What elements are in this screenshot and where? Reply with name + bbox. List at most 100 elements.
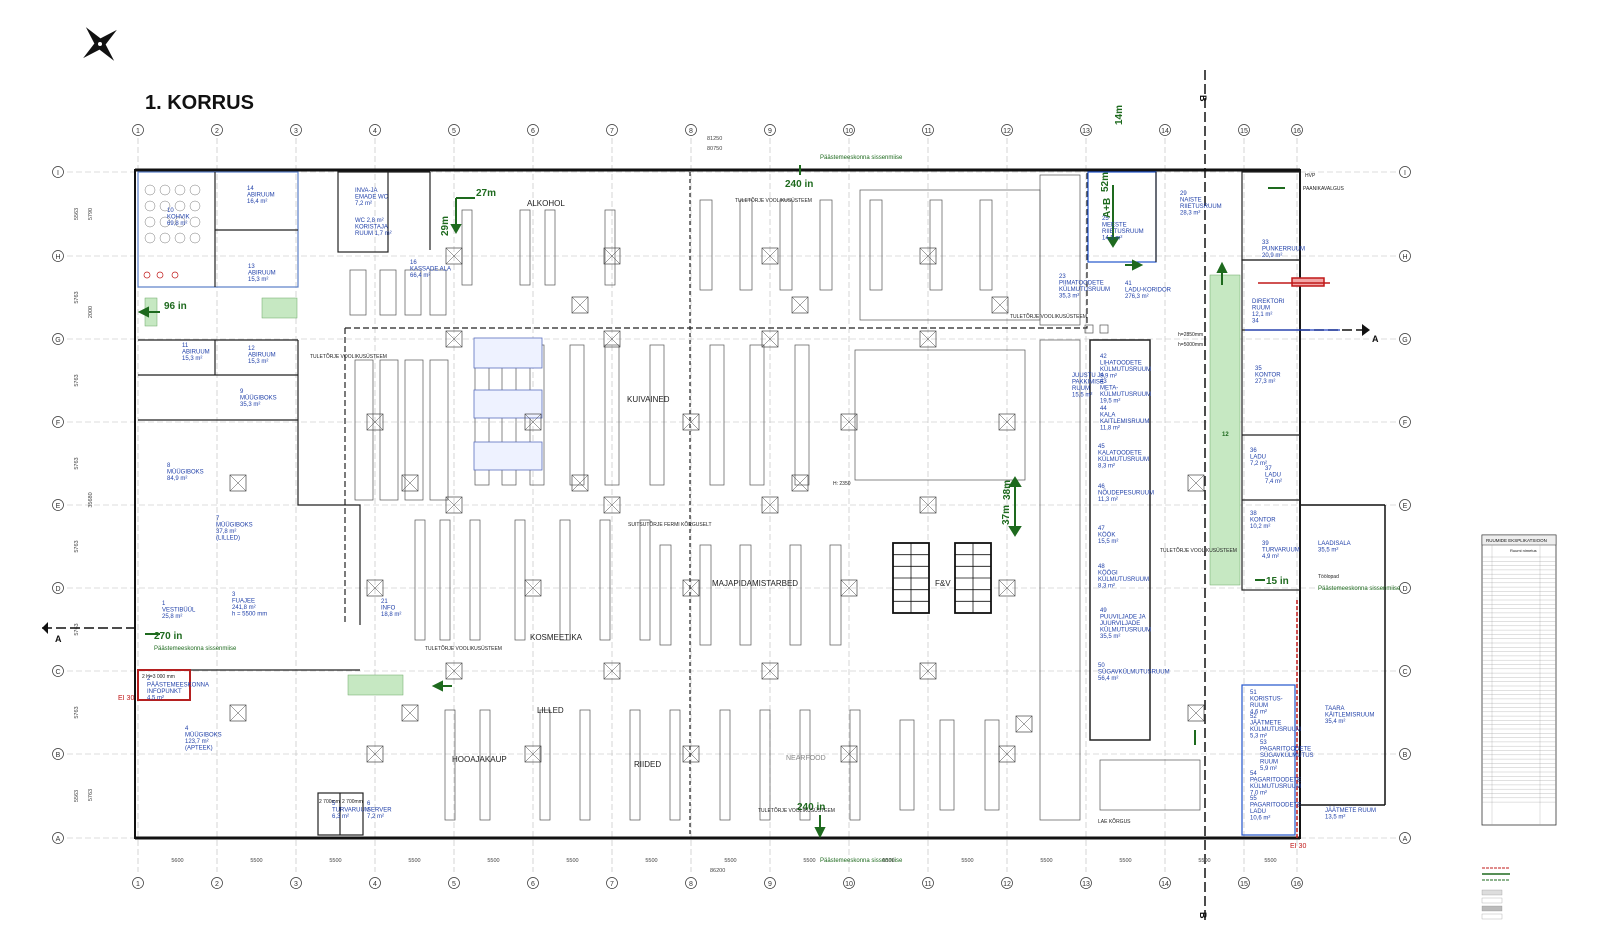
column-axis-label: 2 — [215, 128, 219, 135]
shelf-rack — [1039, 339, 1081, 821]
cafe-table — [189, 232, 201, 244]
room-label-line: 8 — [167, 463, 171, 469]
column-axis-label: 7 — [610, 881, 614, 888]
cafe-table — [174, 232, 186, 244]
room-label-line: 35,3 m² — [1059, 294, 1079, 300]
row-axis-bubble — [52, 665, 64, 677]
column-axis-bubble — [290, 877, 302, 889]
column-axis-label: 16 — [1293, 881, 1301, 888]
room-label-line: 13,5 m² — [1325, 815, 1345, 821]
shelf-rack — [429, 269, 447, 316]
dept-kosmeetika: KOSMEETIKA — [530, 633, 583, 642]
room-label-line: ABIRUUM — [248, 271, 276, 277]
shelf-rack — [699, 544, 712, 646]
row-axis-bubble — [1399, 832, 1411, 844]
room-label-line: KORISTAJA — [355, 225, 388, 231]
room-label-line: h = 5500 mm — [232, 612, 267, 618]
shelf-rack — [604, 209, 616, 286]
column-box — [571, 296, 589, 314]
room-label-line: 25,8 m² — [162, 614, 182, 620]
shelf-rack — [559, 519, 571, 641]
room-label-line: 4,6 m² — [1250, 710, 1267, 716]
room-label-line: 49 — [1100, 608, 1107, 614]
room-label-line: 21 — [381, 599, 388, 605]
column-axis-label: 2 — [215, 881, 219, 888]
column-box — [840, 413, 858, 431]
room-label-line: 66,4 m² — [410, 273, 430, 279]
column-axis-bubble — [922, 124, 934, 136]
row-axis-bubble — [52, 250, 64, 262]
column-box — [229, 474, 247, 492]
column-axis-bubble — [764, 124, 776, 136]
room-label-line: 42 — [1100, 354, 1107, 360]
row-axis-label: G — [55, 337, 60, 344]
column-axis-label: 8 — [689, 881, 693, 888]
row-axis-bubble — [1399, 665, 1411, 677]
cafe-table — [189, 200, 201, 212]
axis-labels: 1122334455667788991010111112121313141415… — [52, 124, 1411, 889]
row-dimension: 5763 — [74, 291, 80, 303]
column-axis-bubble — [1080, 124, 1092, 136]
note-paaste-right: Päästemeeskonna sissenmiise — [1318, 586, 1401, 592]
room-label-line: KÜLMUTUSRUUM — [1100, 627, 1151, 634]
room-label-line: 5,3 m² — [1250, 734, 1267, 740]
bay-dimension: 5500 — [803, 858, 815, 864]
shelf-rack — [639, 519, 651, 641]
bay-dimension: 5500 — [566, 858, 578, 864]
dept-hooajakaup: HOOAJAKAUP — [452, 755, 507, 764]
occ-12: 12 — [1222, 432, 1229, 438]
column-axis-bubble — [1159, 124, 1171, 136]
occ-29m: 29m — [440, 216, 451, 236]
occ-96: 96 in — [164, 301, 187, 312]
fire-lines — [1258, 277, 1330, 838]
room-label-line: JÄÄTMETE RUUM — [1325, 807, 1376, 814]
note-paaste-top: Päästemeeskonna sissenmiise — [820, 155, 903, 161]
row-dimension: 5763 — [74, 457, 80, 469]
room-label-line: 15,5 m² — [1098, 539, 1118, 545]
column-axis-bubble — [527, 124, 539, 136]
room-label-line: 20,9 m² — [1262, 253, 1282, 259]
room-label-line: PAGARITOODETE — [1260, 747, 1311, 753]
column-axis-bubble — [132, 124, 144, 136]
room-label-line: PUUVILJADE JA — [1100, 615, 1146, 621]
row-axis-bubble — [1399, 416, 1411, 428]
room-label-line: 28,3 m² — [1180, 211, 1200, 217]
column-box — [445, 496, 463, 514]
column-axis-bubble — [369, 124, 381, 136]
column-box — [1015, 715, 1033, 733]
column-axis-bubble — [1001, 124, 1013, 136]
room-label-line: RUUM — [1252, 306, 1270, 312]
cafe-table — [159, 184, 171, 196]
room-label-line: 54 — [1250, 771, 1257, 777]
room-label-line: 8,3 m² — [1098, 584, 1115, 590]
room-label-line: LAADISALA — [1318, 541, 1351, 547]
shelf-rack — [699, 199, 713, 291]
shelving-racks — [143, 174, 1201, 821]
room-label-line: 45 — [1098, 444, 1105, 450]
column-box — [919, 662, 937, 680]
room-label-line: TURVARUUM — [1262, 548, 1300, 554]
column-box — [1187, 474, 1205, 492]
row-axis-bubble — [1399, 582, 1411, 594]
room-label-line: 7,2 m² — [1250, 461, 1267, 467]
room-label-line: 43 — [1100, 379, 1107, 385]
row-axis-label: E — [56, 503, 61, 510]
note-h2700b: 2 700mm — [342, 799, 363, 805]
row-axis-bubble — [52, 582, 64, 594]
room-label-line: 13 — [248, 264, 255, 270]
row-axis-label: F — [1403, 420, 1407, 427]
column-box — [991, 296, 1009, 314]
bay-dimension: 5500 — [961, 858, 973, 864]
